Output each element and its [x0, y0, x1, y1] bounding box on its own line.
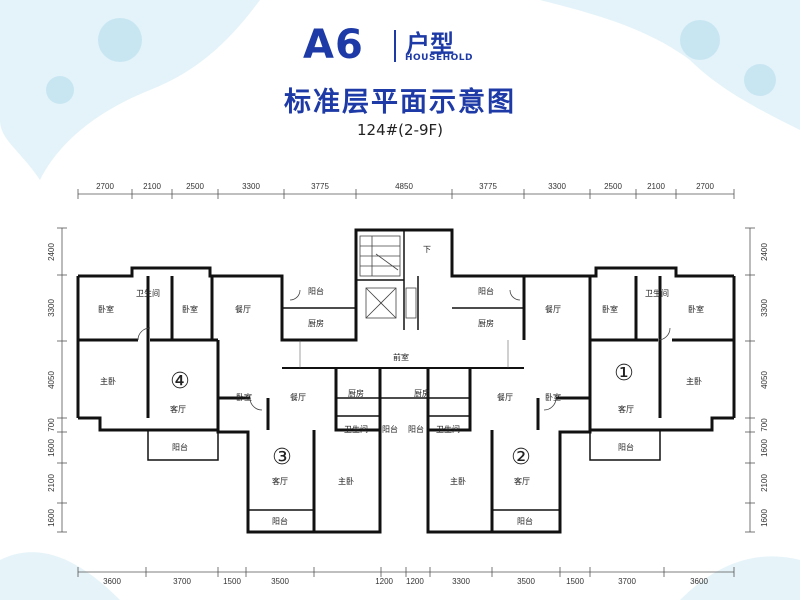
dim-label: 2700 — [696, 182, 714, 191]
dim-label: 2100 — [760, 474, 769, 492]
page-title: 标准层平面示意图 — [284, 87, 516, 118]
right-dimensions: 2400 3300 4050 700 1600 2100 1600 — [760, 243, 769, 527]
room-label: 阳台 — [478, 286, 494, 296]
dim-label: 2400 — [47, 243, 56, 261]
dim-label: 2500 — [604, 182, 622, 191]
room-label: 餐厅 — [235, 305, 251, 314]
room-label: 客厅 — [272, 476, 288, 486]
room-label: 餐厅 — [497, 393, 513, 402]
model-name: A6 — [303, 22, 364, 68]
dim-label: 2100 — [47, 474, 56, 492]
room-label: 客厅 — [170, 404, 186, 414]
room-label: 卫生间 — [344, 424, 368, 434]
unit-numbers: ① ② ③ ④ — [170, 361, 634, 470]
room-label: 卫生间 — [436, 424, 460, 434]
room-label: 卧室 — [182, 304, 198, 314]
top-dimensions: 2700 2100 2500 3300 3775 4850 3775 3300 … — [96, 182, 714, 191]
dim-label: 3500 — [517, 577, 535, 586]
room-label: 卧室 — [545, 392, 561, 402]
dim-label: 1200 — [406, 577, 424, 586]
type-label: 户型 — [406, 30, 454, 58]
type-label-en: HOUSEHOLD — [405, 53, 474, 63]
dim-label: 3300 — [242, 182, 260, 191]
room-label: 阳台 — [172, 442, 188, 452]
dim-label: 1500 — [566, 577, 584, 586]
room-label: 餐厅 — [545, 305, 561, 314]
room-label: 主卧 — [686, 376, 702, 386]
room-label: 卫生间 — [136, 288, 160, 298]
dim-label: 1600 — [47, 439, 56, 457]
dim-label: 3700 — [173, 577, 191, 586]
dim-label: 4850 — [395, 182, 413, 191]
dim-label: 3700 — [618, 577, 636, 586]
room-label: 阳台 — [408, 424, 424, 434]
dim-label: 1600 — [760, 439, 769, 457]
room-label: 阳台 — [272, 516, 288, 526]
unit-number: ③ — [272, 445, 292, 470]
room-labels: 卧室 卫生间 卧室 餐厅 主卧 客厅 阳台 阳台 厨房 阳台 厨房 前室 下 卧… — [98, 245, 704, 526]
dim-label: 3775 — [479, 182, 497, 191]
room-label: 卧室 — [236, 392, 252, 402]
room-label: 阳台 — [308, 286, 324, 296]
unit-number: ④ — [170, 369, 190, 394]
dim-label: 2100 — [647, 182, 665, 191]
room-label: 厨房 — [308, 318, 324, 328]
dim-label: 3300 — [548, 182, 566, 191]
dim-label: 3300 — [47, 299, 56, 317]
floor-range: 124#(2-9F) — [356, 121, 444, 139]
room-label: 卫生间 — [645, 288, 669, 298]
dim-label: 1600 — [760, 509, 769, 527]
room-label: 厨房 — [478, 318, 494, 328]
dim-label: 3500 — [271, 577, 289, 586]
dim-label: 2700 — [96, 182, 114, 191]
dim-label: 3775 — [311, 182, 329, 191]
room-label: 主卧 — [338, 476, 354, 486]
dim-label: 700 — [760, 418, 769, 432]
dimension-lines — [57, 189, 755, 577]
dim-label: 3600 — [103, 577, 121, 586]
room-label: 下 — [423, 245, 431, 254]
dim-label: 700 — [47, 418, 56, 432]
dim-label: 2500 — [186, 182, 204, 191]
left-dimensions: 2400 3300 4050 700 1600 2100 1600 — [47, 243, 56, 527]
dim-label: 3300 — [760, 299, 769, 317]
dim-label: 4050 — [47, 371, 56, 389]
room-label: 主卧 — [100, 376, 116, 386]
room-label: 阳台 — [517, 516, 533, 526]
room-label: 客厅 — [514, 476, 530, 486]
room-label: 阳台 — [382, 424, 398, 434]
room-label: 卧室 — [602, 304, 618, 314]
dim-label: 2100 — [143, 182, 161, 191]
dim-label: 3600 — [690, 577, 708, 586]
room-label: 卧室 — [688, 304, 704, 314]
room-label: 卧室 — [98, 304, 114, 314]
bottom-dimensions: 3600 3700 1500 3500 1200 1200 3300 3500 … — [103, 577, 708, 586]
dim-label: 3300 — [452, 577, 470, 586]
header: A6 户型 HOUSEHOLD 标准层平面示意图 124#(2-9F) — [0, 0, 800, 150]
room-label: 厨房 — [414, 388, 430, 398]
room-label: 客厅 — [618, 404, 634, 414]
dim-label: 4050 — [760, 371, 769, 389]
room-label: 餐厅 — [290, 393, 306, 402]
dim-label: 1500 — [223, 577, 241, 586]
fixtures — [137, 235, 671, 411]
unit-number: ① — [614, 361, 634, 386]
title-separator — [394, 30, 396, 62]
room-label: 阳台 — [618, 442, 634, 452]
dim-label: 1200 — [375, 577, 393, 586]
walls — [76, 228, 736, 534]
room-label: 前室 — [393, 352, 409, 362]
room-label: 厨房 — [348, 388, 364, 398]
dim-label: 1600 — [47, 509, 56, 527]
unit-number: ② — [511, 445, 531, 470]
dim-label: 2400 — [760, 243, 769, 261]
room-label: 主卧 — [450, 476, 466, 486]
